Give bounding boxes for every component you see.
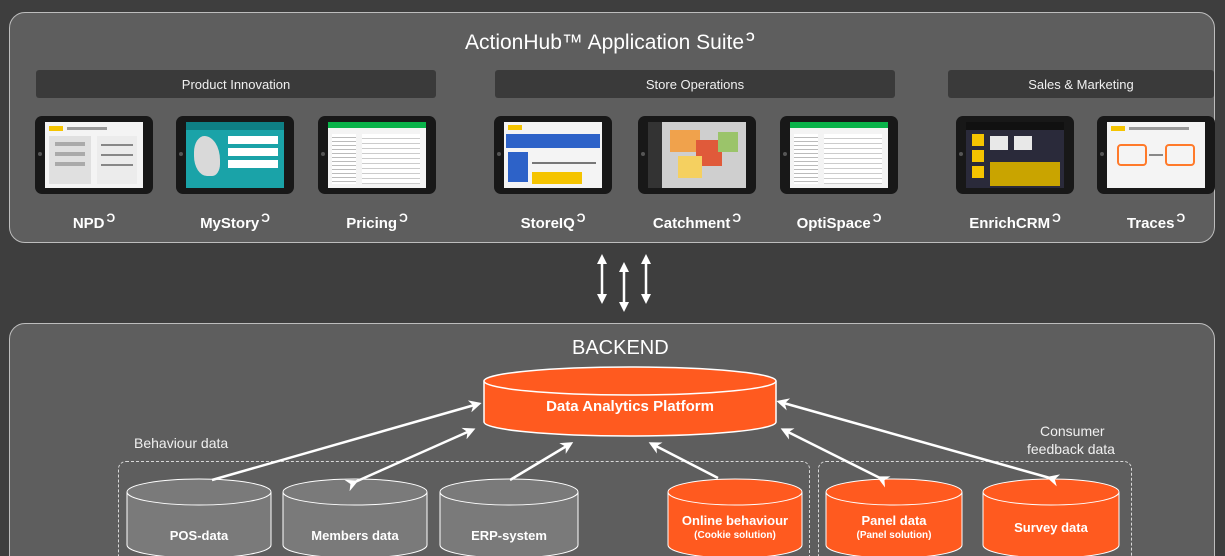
- data-analytics-platform-cylinder: [483, 366, 777, 437]
- tablet-frame: [176, 116, 294, 194]
- pos-data-label: POS-data: [169, 528, 229, 543]
- flow-arrow-members: [344, 427, 476, 492]
- tablet-frame: [35, 116, 153, 194]
- online-behaviour-cylinder: [667, 478, 803, 556]
- flow-arrow-survey: [776, 398, 1061, 487]
- panel-data-sub: (Panel solution): [856, 530, 932, 541]
- flow-arrow-panel: [780, 428, 891, 488]
- tablet-frame: [318, 116, 436, 194]
- platform-label: Data Analytics Platform: [546, 398, 714, 415]
- app-screenshot: [1107, 122, 1205, 188]
- app-screenshot: [648, 122, 746, 188]
- panel-data-label: Panel data: [861, 513, 927, 528]
- survey-data-cylinder: [982, 478, 1120, 556]
- pos-data-cylinder: [126, 478, 272, 556]
- app-screenshot: [45, 122, 143, 188]
- app-screenshot: [966, 122, 1064, 188]
- pos-data-label-wrap: POS-data: [127, 528, 271, 548]
- category-sales-marketing: Sales & Marketing: [948, 70, 1214, 98]
- app-mark-icon: Ɔ: [1176, 211, 1186, 225]
- app-mark-icon: Ɔ: [732, 211, 742, 225]
- flow-arrow-erp: [509, 442, 574, 482]
- app-screenshot: [790, 122, 888, 188]
- online-behaviour-sub: (Cookie solution): [694, 530, 776, 541]
- tablet-frame: [638, 116, 756, 194]
- tablet-frame: [494, 116, 612, 194]
- erp-system-label: ERP-system: [471, 528, 547, 543]
- behaviour-data-label: Behaviour data: [134, 435, 229, 451]
- tablet-frame: [956, 116, 1074, 194]
- category-store-operations: Store Operations: [495, 70, 895, 98]
- app-screenshot: [328, 122, 426, 188]
- flow-arrow-pos: [211, 400, 482, 482]
- app-mark-icon: Ɔ: [261, 211, 270, 225]
- tablet-frame: [780, 116, 898, 194]
- app-mark-icon: Ɔ: [576, 211, 586, 225]
- survey-data-label-wrap: Survey data: [983, 520, 1119, 540]
- app-mark-icon: Ɔ: [872, 211, 882, 225]
- erp-system-label-wrap: ERP-system: [440, 528, 578, 548]
- survey-data-label: Survey data: [1014, 520, 1088, 535]
- online-behaviour-label: Online behaviour: [681, 513, 789, 528]
- panel-data-label-wrap: Panel data (Panel solution): [826, 513, 962, 553]
- app-mark-icon: Ɔ: [399, 211, 408, 225]
- suite-title-text: ActionHub™ Application Suite: [465, 31, 744, 54]
- online-behaviour-label-wrap: Online behaviour (Cookie solution): [668, 513, 802, 553]
- flow-arrow-online: [648, 442, 719, 480]
- members-data-label: Members data: [311, 528, 399, 543]
- app-screenshot: [186, 122, 284, 188]
- app-mark-icon: Ɔ: [106, 211, 116, 225]
- category-product-innovation: Product Innovation: [36, 70, 436, 98]
- backend-title: BACKEND: [572, 337, 669, 359]
- suite-mark-icon: Ɔ: [746, 30, 755, 44]
- app-screenshot: [504, 122, 602, 188]
- tablet-frame: [1097, 116, 1215, 194]
- members-data-label-wrap: Members data: [283, 528, 427, 548]
- app-mark-icon: Ɔ: [1052, 211, 1061, 225]
- sync-arrows-icon: [597, 254, 651, 312]
